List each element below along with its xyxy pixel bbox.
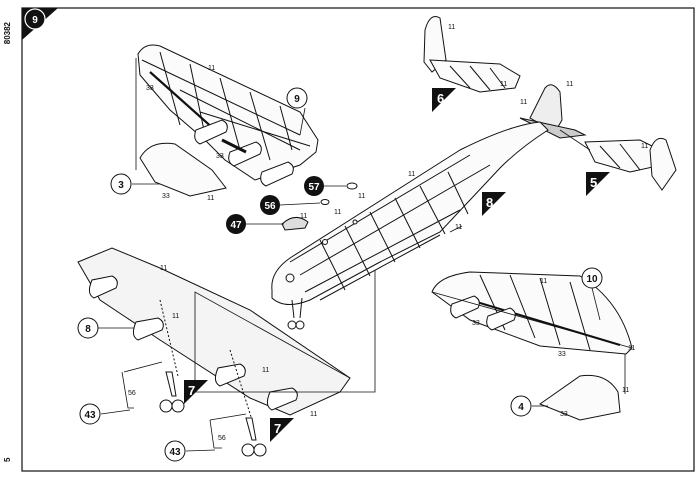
label-11: 11	[310, 411, 317, 418]
label-11: 11	[566, 81, 573, 88]
fuselage	[271, 121, 549, 330]
sub-step-5: 5	[586, 172, 610, 196]
sub-step-7-lower: 7	[270, 418, 294, 442]
label-11: 11	[408, 171, 415, 178]
label-11: 11	[622, 387, 629, 394]
label-11: 11	[358, 193, 365, 200]
label-11: 11	[500, 81, 507, 88]
svg-text:4: 4	[518, 402, 524, 413]
label-33: 33	[162, 193, 170, 200]
svg-text:47: 47	[230, 220, 242, 231]
right-wing	[431, 271, 633, 355]
page-number: 5	[3, 457, 12, 462]
label-11: 11	[208, 65, 215, 72]
small-dome-part	[320, 199, 330, 205]
callout-part-47	[226, 214, 246, 234]
tail-left	[423, 16, 521, 93]
svg-text:10: 10	[586, 274, 598, 285]
callout-part-43	[79, 403, 101, 425]
label-11: 11	[300, 213, 307, 220]
label-11: 11	[455, 224, 462, 231]
label-33: 33	[146, 85, 154, 92]
label-33: 33	[560, 411, 568, 418]
label-33: 33	[558, 351, 566, 358]
upper-left-wing	[137, 44, 319, 187]
label-33: 33	[472, 320, 480, 327]
svg-text:56: 56	[264, 201, 276, 212]
fairing-right	[538, 374, 621, 421]
svg-text:5: 5	[590, 175, 597, 190]
callout-part-9	[286, 87, 308, 109]
label-33: 33	[216, 153, 224, 160]
label-11: 11	[172, 313, 179, 320]
callout-part-56	[260, 195, 280, 215]
lower-wing	[77, 247, 351, 421]
canopy-part	[281, 217, 309, 231]
callout-part-4	[510, 395, 532, 417]
label-11: 11	[207, 195, 214, 202]
svg-text:3: 3	[118, 180, 124, 191]
sub-step-8: 8	[482, 192, 506, 216]
callout-part-43	[164, 440, 186, 462]
label-11: 11	[334, 209, 341, 216]
svg-text:9: 9	[32, 15, 38, 26]
part-labels: 11 33 33 33 11 11 11 11 11 11 11 11 11 1…	[128, 24, 648, 442]
svg-text:8: 8	[486, 195, 493, 210]
svg-text:7: 7	[188, 383, 195, 398]
label-11: 11	[262, 367, 269, 374]
window-part	[346, 182, 358, 190]
fairing-left	[139, 142, 227, 197]
svg-text:8: 8	[85, 324, 91, 335]
label-11: 11	[160, 265, 167, 272]
svg-text:43: 43	[169, 447, 181, 458]
step-badge: 9	[22, 8, 58, 40]
tail-right	[584, 137, 677, 191]
sub-step-7-upper: 7	[184, 380, 208, 404]
main-gear-right	[241, 417, 267, 457]
kit-number: 80382	[3, 21, 12, 44]
label-11: 11	[641, 143, 648, 150]
label-11: 11	[628, 345, 635, 352]
callout-part-57	[304, 176, 324, 196]
label-11: 11	[520, 99, 527, 106]
main-gear-left	[159, 371, 185, 413]
callout-part-10	[581, 267, 603, 289]
svg-text:7: 7	[274, 421, 281, 436]
callout-part-8	[77, 317, 99, 339]
callout-part-3	[110, 173, 132, 195]
svg-text:9: 9	[294, 94, 300, 105]
svg-text:6: 6	[437, 91, 444, 106]
label-11: 11	[540, 278, 547, 285]
svg-text:57: 57	[308, 182, 320, 193]
label-56: 56	[218, 435, 226, 442]
label-11: 11	[448, 24, 455, 31]
sub-step-6: 6	[432, 88, 456, 112]
label-56: 56	[128, 390, 136, 397]
svg-text:43: 43	[84, 410, 96, 421]
page-border	[21, 7, 695, 472]
